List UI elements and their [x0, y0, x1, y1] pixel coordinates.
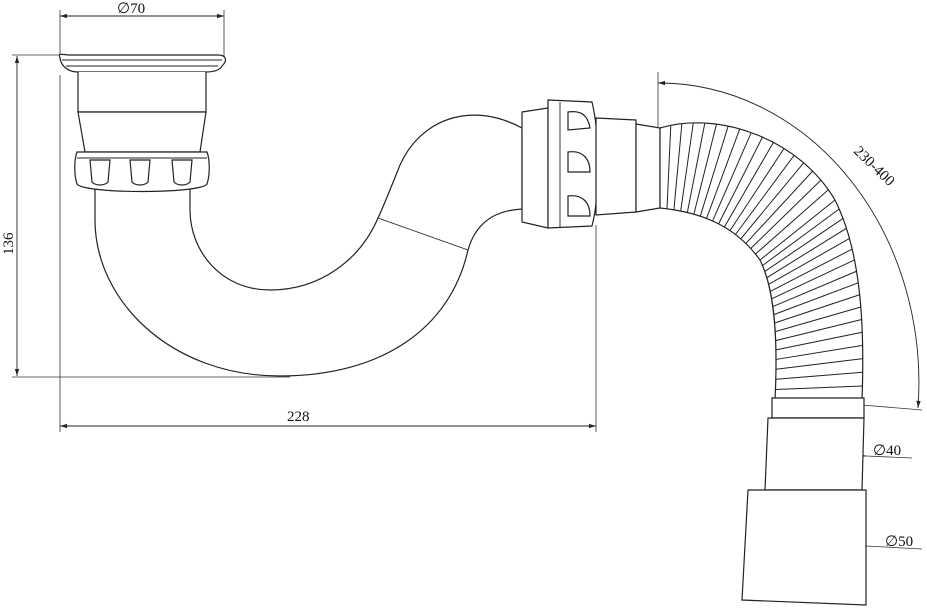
hose-rib	[762, 208, 840, 266]
pipe-joint-seam	[377, 217, 469, 251]
hose-rib	[718, 136, 763, 225]
hose-rib	[764, 218, 844, 272]
union-nut	[521, 99, 599, 229]
drain-flange	[58, 53, 227, 153]
extension-lines	[12, 10, 923, 432]
hose-rib	[771, 259, 855, 300]
hose-rib	[712, 132, 752, 222]
dim-label-flange: ∅70	[117, 1, 145, 17]
hose-rib	[768, 238, 850, 285]
hose-rib	[699, 125, 729, 217]
hose-rib	[723, 142, 774, 228]
hose-rib	[673, 123, 683, 210]
hose-rib	[750, 179, 822, 249]
hose-rib	[775, 306, 861, 333]
top-nut	[74, 151, 210, 193]
hose-rib	[759, 199, 836, 261]
hose-rib	[772, 270, 857, 307]
dim-label-width: 228	[287, 409, 310, 425]
hose-rib	[680, 122, 694, 212]
hose-rib	[766, 227, 847, 279]
hose-rib	[745, 170, 813, 244]
dimension-width: 228	[60, 409, 596, 429]
hose-rib	[775, 358, 863, 370]
hose-corrugations	[666, 122, 863, 391]
hose-rib	[740, 162, 805, 240]
hose-rib	[775, 385, 863, 391]
hose-rib	[666, 125, 672, 209]
s-trap-pipe	[94, 114, 523, 377]
hose-rib	[735, 155, 795, 235]
hose-rib	[686, 122, 706, 213]
dim-label-outlet-large: ∅50	[885, 534, 913, 550]
dim-label-hose-length: 230-400	[850, 143, 897, 189]
hose-rib	[755, 189, 829, 255]
dim-label-outlet-small: ∅40	[873, 443, 901, 459]
hose-rib	[693, 123, 717, 215]
hose-rib	[774, 294, 860, 324]
hose-rib	[775, 318, 862, 342]
hose-rib	[773, 282, 859, 316]
hose-rib	[729, 148, 785, 231]
hose-rib	[770, 248, 853, 292]
connector-sleeve	[595, 117, 661, 216]
outlet-pipe	[741, 397, 867, 606]
hose-rib	[775, 371, 863, 380]
hose-rib	[775, 344, 863, 360]
hose-rib	[775, 331, 863, 351]
dimension-height: 136	[1, 56, 20, 376]
corrugated-hose	[659, 122, 864, 401]
dim-label-height: 136	[1, 232, 17, 255]
hose-rib	[706, 128, 741, 219]
dimension-flange-diameter: ∅70	[60, 1, 224, 19]
